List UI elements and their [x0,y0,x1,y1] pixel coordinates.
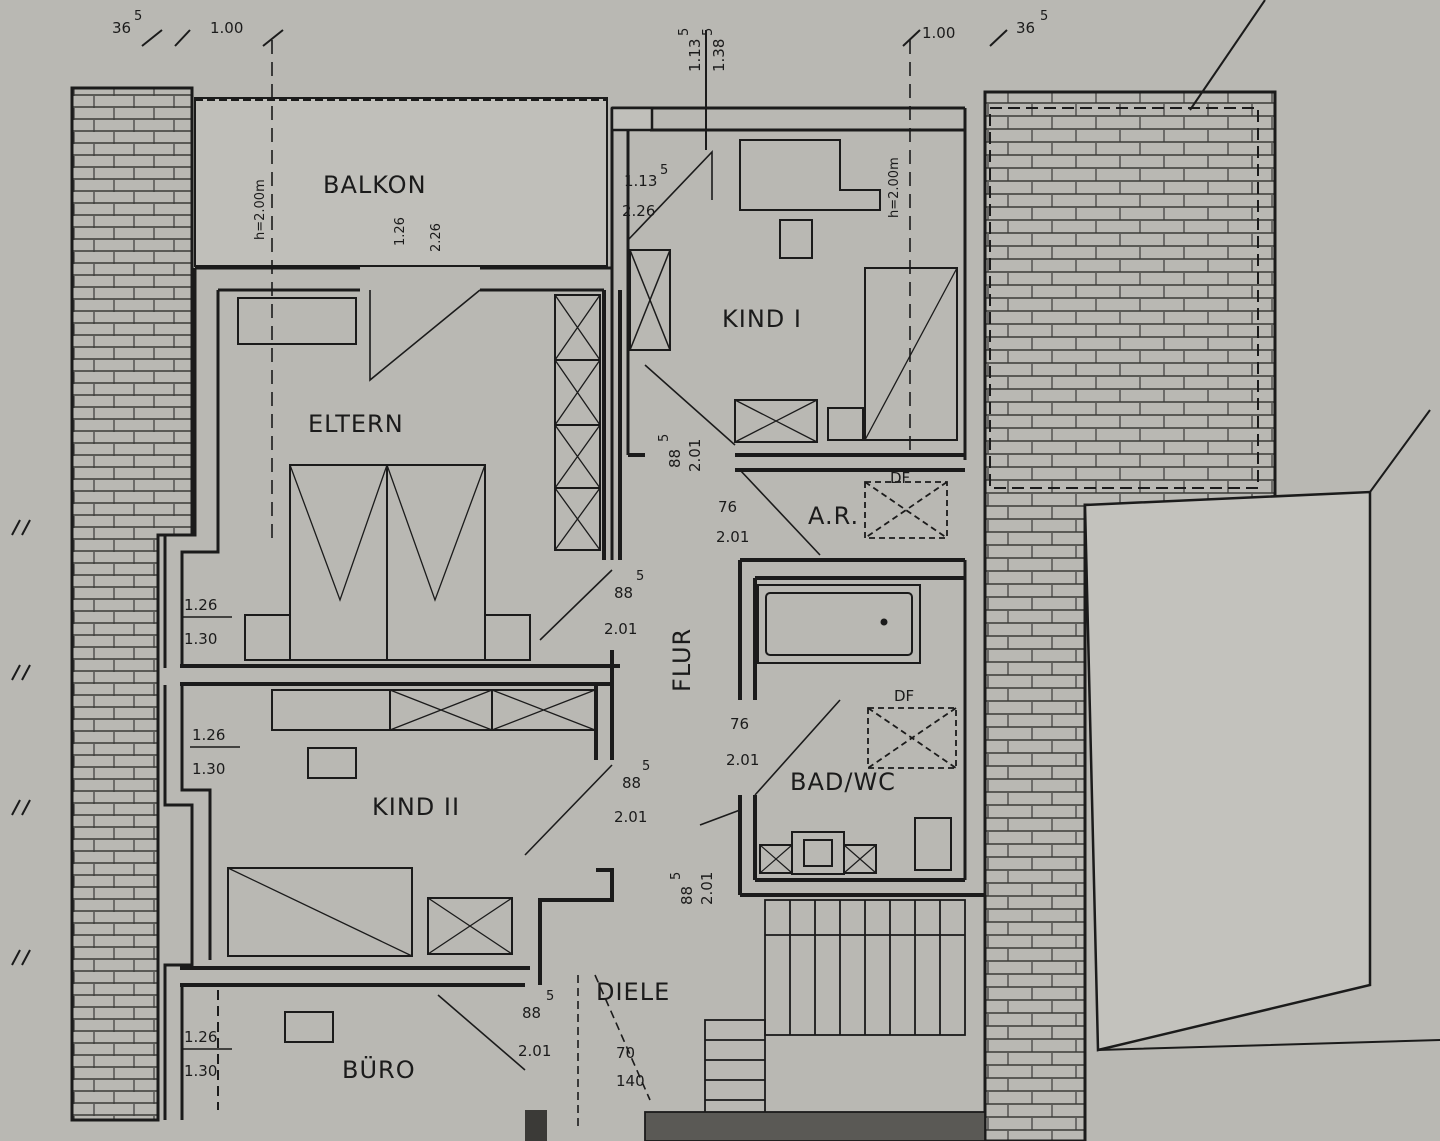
balkon-height: h=2.00m [253,179,268,240]
buero-furniture [217,990,334,1110]
bad-door-h: 2.01 [726,751,759,769]
top-dimension-labels: 36 5 1.00 1.00 36 5 1.13 5 1.38 5 [112,9,1048,72]
ar-skylight-label: DF [890,469,910,487]
corner-h: 2.26 [622,202,655,220]
left-roof [70,86,194,1122]
leader-line-top-right [1189,0,1266,111]
dim-right-100: 1.00 [922,24,955,42]
reference-lines [271,40,911,540]
door-swings [369,150,841,1130]
kind2-furniture [227,689,596,957]
eltern-door-h: 2.01 [604,620,637,638]
buero-window-h: 1.30 [184,1062,217,1080]
ar-door-h: 2.01 [716,528,749,546]
room-label-ar: A.R. [808,502,859,530]
kind2-window-w: 1.26 [192,726,225,744]
kind1-closet [629,249,671,351]
left-break-marks [11,519,31,966]
eltern-window-h: 1.30 [184,630,217,648]
eltern-bed [244,464,531,661]
room-label-flur: FLUR [668,628,696,692]
dim-center-113: 1.13 [686,39,704,72]
buero-door-w: 88 [522,1004,541,1022]
dim-right-365: 36 [1016,19,1035,37]
balcony-area [194,97,608,267]
stair-door-w: 88 [678,886,696,905]
dim-center-138-sup: 5 [701,28,716,36]
skylight-labels: DF DF [890,469,914,705]
kind1-height: h=2.00m [887,157,902,218]
exterior-walls [163,106,987,1120]
ar-skylight [864,481,948,539]
bathtub [757,584,921,664]
door-dimension-labels: 1.26 2.26 1.13 5 2.26 88 5 2.01 76 2.01 … [393,163,759,1090]
top-dimension-marks [141,29,1008,150]
kind1-door-w: 88 [666,449,684,468]
dim-center-138: 1.38 [710,39,728,72]
buero-window-w: 1.26 [184,1028,217,1046]
room-label-kind1: KIND I [722,305,802,333]
eltern-window-w: 1.26 [184,596,217,614]
eltern-dresser [237,297,357,345]
buero-door-w-sup: 5 [546,989,554,1004]
height-labels: h=2.00m h=2.00m [253,157,902,240]
room-label-diele: DIELE [596,978,670,1006]
right-roof-dashed-outline [989,107,1259,489]
buero-door-h: 2.01 [518,1042,551,1060]
right-lower-panel-edge [1097,409,1440,1051]
ar-door-w: 76 [718,498,737,516]
right-lower-panel [1083,490,1372,1052]
window-dimension-labels: 1.26 1.30 1.26 1.30 1.26 1.30 [182,596,240,1080]
bad-door-w: 76 [730,715,749,733]
room-label-eltern: ELTERN [308,410,404,438]
balkon-door-h: 2.26 [429,223,444,252]
kind2-window-h: 1.30 [192,760,225,778]
kind2-door-h: 2.01 [614,808,647,826]
kind1-furniture [734,139,958,443]
stair-door-w-sup: 5 [669,872,684,880]
room-label-bad: BAD/WC [790,768,896,796]
bad-skylight [867,707,957,769]
bad-skylight-label: DF [894,687,914,705]
eltern-door-w-sup: 5 [636,569,644,584]
dim-center-113-sup: 5 [677,28,692,36]
kind2-door-w: 88 [622,774,641,792]
eltern-wardrobe [554,294,601,551]
room-labels: BALKON ELTERN KIND I KIND II A.R. BAD/WC… [308,171,896,1084]
stair-door-h: 2.01 [698,872,716,905]
kind1-door-w-sup: 5 [657,434,672,442]
diele-door-h: 140 [616,1072,645,1090]
dim-left-365-sup: 5 [134,9,142,24]
diele-column [525,1110,547,1141]
dim-left-365: 36 [112,19,131,37]
corner-w: 1.13 [624,172,657,190]
kind2-door-w-sup: 5 [642,759,650,774]
eltern-door-w: 88 [614,584,633,602]
room-label-kind2: KIND II [372,793,460,821]
room-label-balkon: BALKON [323,171,427,199]
staircase [644,899,986,1141]
corner-window [610,106,654,132]
room-label-buero: BÜRO [342,1055,416,1084]
kind1-door-h: 2.01 [686,439,704,472]
balkon-door-w: 1.26 [393,217,408,246]
diele-door-w: 70 [616,1044,635,1062]
dim-left-100: 1.00 [210,19,243,37]
bad-sink-toilet [759,817,952,875]
corner-w-sup: 5 [660,163,668,178]
dim-right-365-sup: 5 [1040,9,1048,24]
